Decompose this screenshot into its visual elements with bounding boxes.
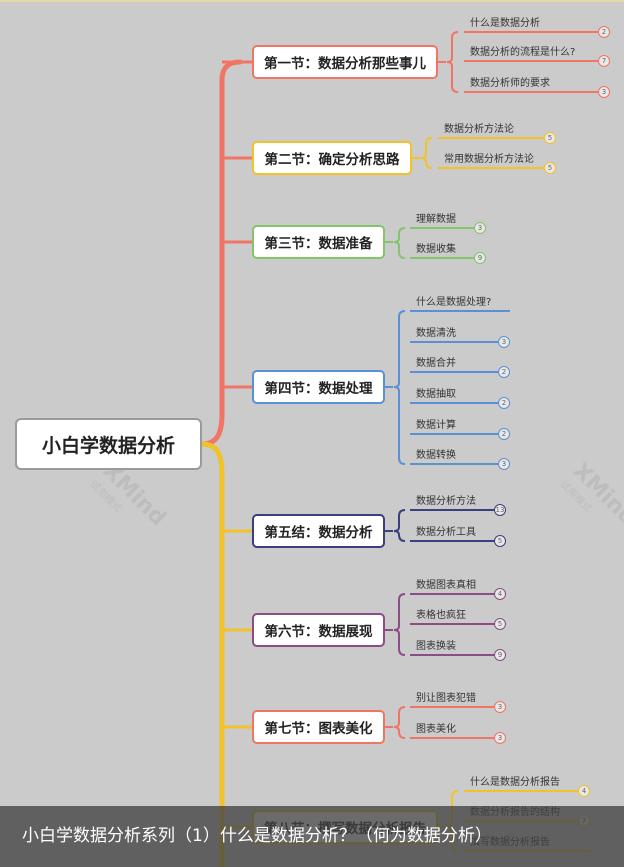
leaf-topic[interactable]: 数据分析师的要求 — [470, 78, 550, 89]
bracket — [393, 509, 406, 542]
leaf-topic[interactable]: 数据分析方法 — [416, 496, 476, 507]
leaf-count-badge[interactable]: 7 — [598, 55, 610, 67]
leaf-topic[interactable]: 图表换装 — [416, 641, 456, 652]
leaf-topic[interactable]: 数据图表真相 — [416, 580, 476, 591]
leaf-topic[interactable]: 数据计算 — [416, 420, 456, 431]
caption-bar: 小白学数据分析系列（1）什么是数据分析？（何为数据分析） — [0, 806, 624, 867]
leaf-count-badge[interactable]: 3 — [494, 732, 506, 744]
trunk-lower — [199, 441, 225, 867]
trunk-upper — [199, 59, 243, 447]
leaf-count-badge[interactable]: 2 — [498, 428, 510, 440]
leaf-count-badge[interactable]: 13 — [494, 504, 506, 516]
leaf-topic[interactable]: 数据分析工具 — [416, 527, 476, 538]
leaf-count-badge[interactable]: 5 — [494, 618, 506, 630]
leaf-topic[interactable]: 数据抽取 — [416, 389, 456, 400]
leaf-count-badge[interactable]: 9 — [494, 649, 506, 661]
leaf-topic[interactable]: 数据清洗 — [416, 328, 456, 339]
leaf-count-badge[interactable]: 5 — [544, 162, 556, 174]
leaf-count-badge[interactable]: 9 — [474, 252, 486, 264]
bracket — [446, 31, 459, 93]
bracket — [393, 227, 406, 259]
leaf-count-badge[interactable]: 5 — [544, 132, 556, 144]
root-topic[interactable]: 小白学数据分析 — [15, 418, 202, 470]
bracket — [393, 706, 406, 739]
leaf-count-badge[interactable]: 2 — [598, 26, 610, 38]
leaf-topic[interactable]: 什么是数据分析报告 — [470, 777, 560, 788]
leaf-count-badge[interactable]: 4 — [494, 588, 506, 600]
leaf-topic[interactable]: 数据分析方法论 — [444, 124, 514, 135]
leaf-count-badge[interactable]: 2 — [498, 366, 510, 378]
section-topic-6[interactable]: 第六节：数据展现 — [252, 613, 385, 647]
leaf-topic[interactable]: 数据转换 — [416, 450, 456, 461]
section-topic-7[interactable]: 第七节：图表美化 — [252, 710, 385, 744]
leaf-count-badge[interactable]: 3 — [494, 701, 506, 713]
leaf-count-badge[interactable]: 2 — [498, 397, 510, 409]
bracket — [393, 593, 406, 656]
leaf-topic[interactable]: 什么是数据处理? — [416, 297, 492, 308]
section-topic-1[interactable]: 第一节：数据分析那些事儿 — [252, 45, 438, 79]
leaf-topic[interactable]: 表格也疯狂 — [416, 610, 466, 621]
leaf-topic[interactable]: 理解数据 — [416, 214, 456, 225]
leaf-count-badge[interactable]: 3 — [598, 86, 610, 98]
leaf-topic[interactable]: 数据合并 — [416, 358, 456, 369]
bracket — [420, 137, 433, 169]
leaf-count-badge[interactable]: 3 — [498, 336, 510, 348]
leaf-count-badge[interactable]: 4 — [578, 785, 590, 797]
leaf-topic[interactable]: 什么是数据分析 — [470, 18, 540, 29]
top-border — [0, 0, 624, 2]
leaf-topic[interactable]: 别让图表犯错 — [416, 693, 476, 704]
section-topic-5[interactable]: 第五结：数据分析 — [252, 514, 385, 548]
leaf-topic[interactable]: 数据收集 — [416, 244, 456, 255]
section-topic-4[interactable]: 第四节：数据处理 — [252, 370, 385, 404]
leaf-topic[interactable]: 常用数据分析方法论 — [444, 154, 534, 165]
bracket — [393, 310, 406, 465]
section-topic-3[interactable]: 第三节：数据准备 — [252, 225, 385, 259]
leaf-topic[interactable]: 图表美化 — [416, 724, 456, 735]
leaf-topic[interactable]: 数据分析的流程是什么? — [470, 47, 576, 58]
section-topic-2[interactable]: 第二节：确定分析思路 — [252, 141, 412, 175]
leaf-count-badge[interactable]: 3 — [474, 222, 486, 234]
leaf-count-badge[interactable]: 3 — [498, 458, 510, 470]
leaf-count-badge[interactable]: 5 — [494, 535, 506, 547]
